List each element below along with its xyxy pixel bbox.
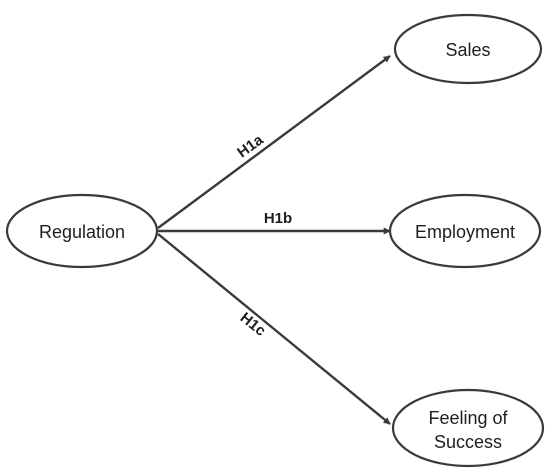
- edge-h1b: H1b: [158, 210, 391, 235]
- node-regulation: Regulation: [5, 193, 159, 269]
- edge-h1a: H1a: [157, 55, 391, 229]
- node-feeling-of-success-ellipse: [391, 388, 545, 468]
- node-regulation-label: Regulation: [39, 222, 125, 242]
- node-regulation-ellipse: [5, 193, 159, 269]
- edge-h1b-label: H1b: [264, 210, 292, 227]
- edge-h1a-arrow: [157, 55, 391, 229]
- node-sales-label: Sales: [445, 40, 490, 60]
- node-sales: Sales: [393, 13, 543, 85]
- node-feeling-of-success-label-line2: Success: [434, 432, 502, 452]
- node-employment-ellipse: [388, 193, 542, 269]
- node-feeling-of-success-label-line1: Feeling of: [428, 408, 508, 428]
- edge-h1c-arrow: [157, 233, 391, 425]
- node-sales-ellipse: [393, 13, 543, 85]
- edge-h1c-label: H1c: [237, 309, 269, 340]
- node-feeling-of-success: Feeling of Success: [391, 388, 545, 468]
- node-employment-label: Employment: [415, 222, 515, 242]
- node-employment: Employment: [388, 193, 542, 269]
- edge-h1a-label: H1a: [234, 131, 267, 161]
- edge-h1c: H1c: [157, 233, 391, 425]
